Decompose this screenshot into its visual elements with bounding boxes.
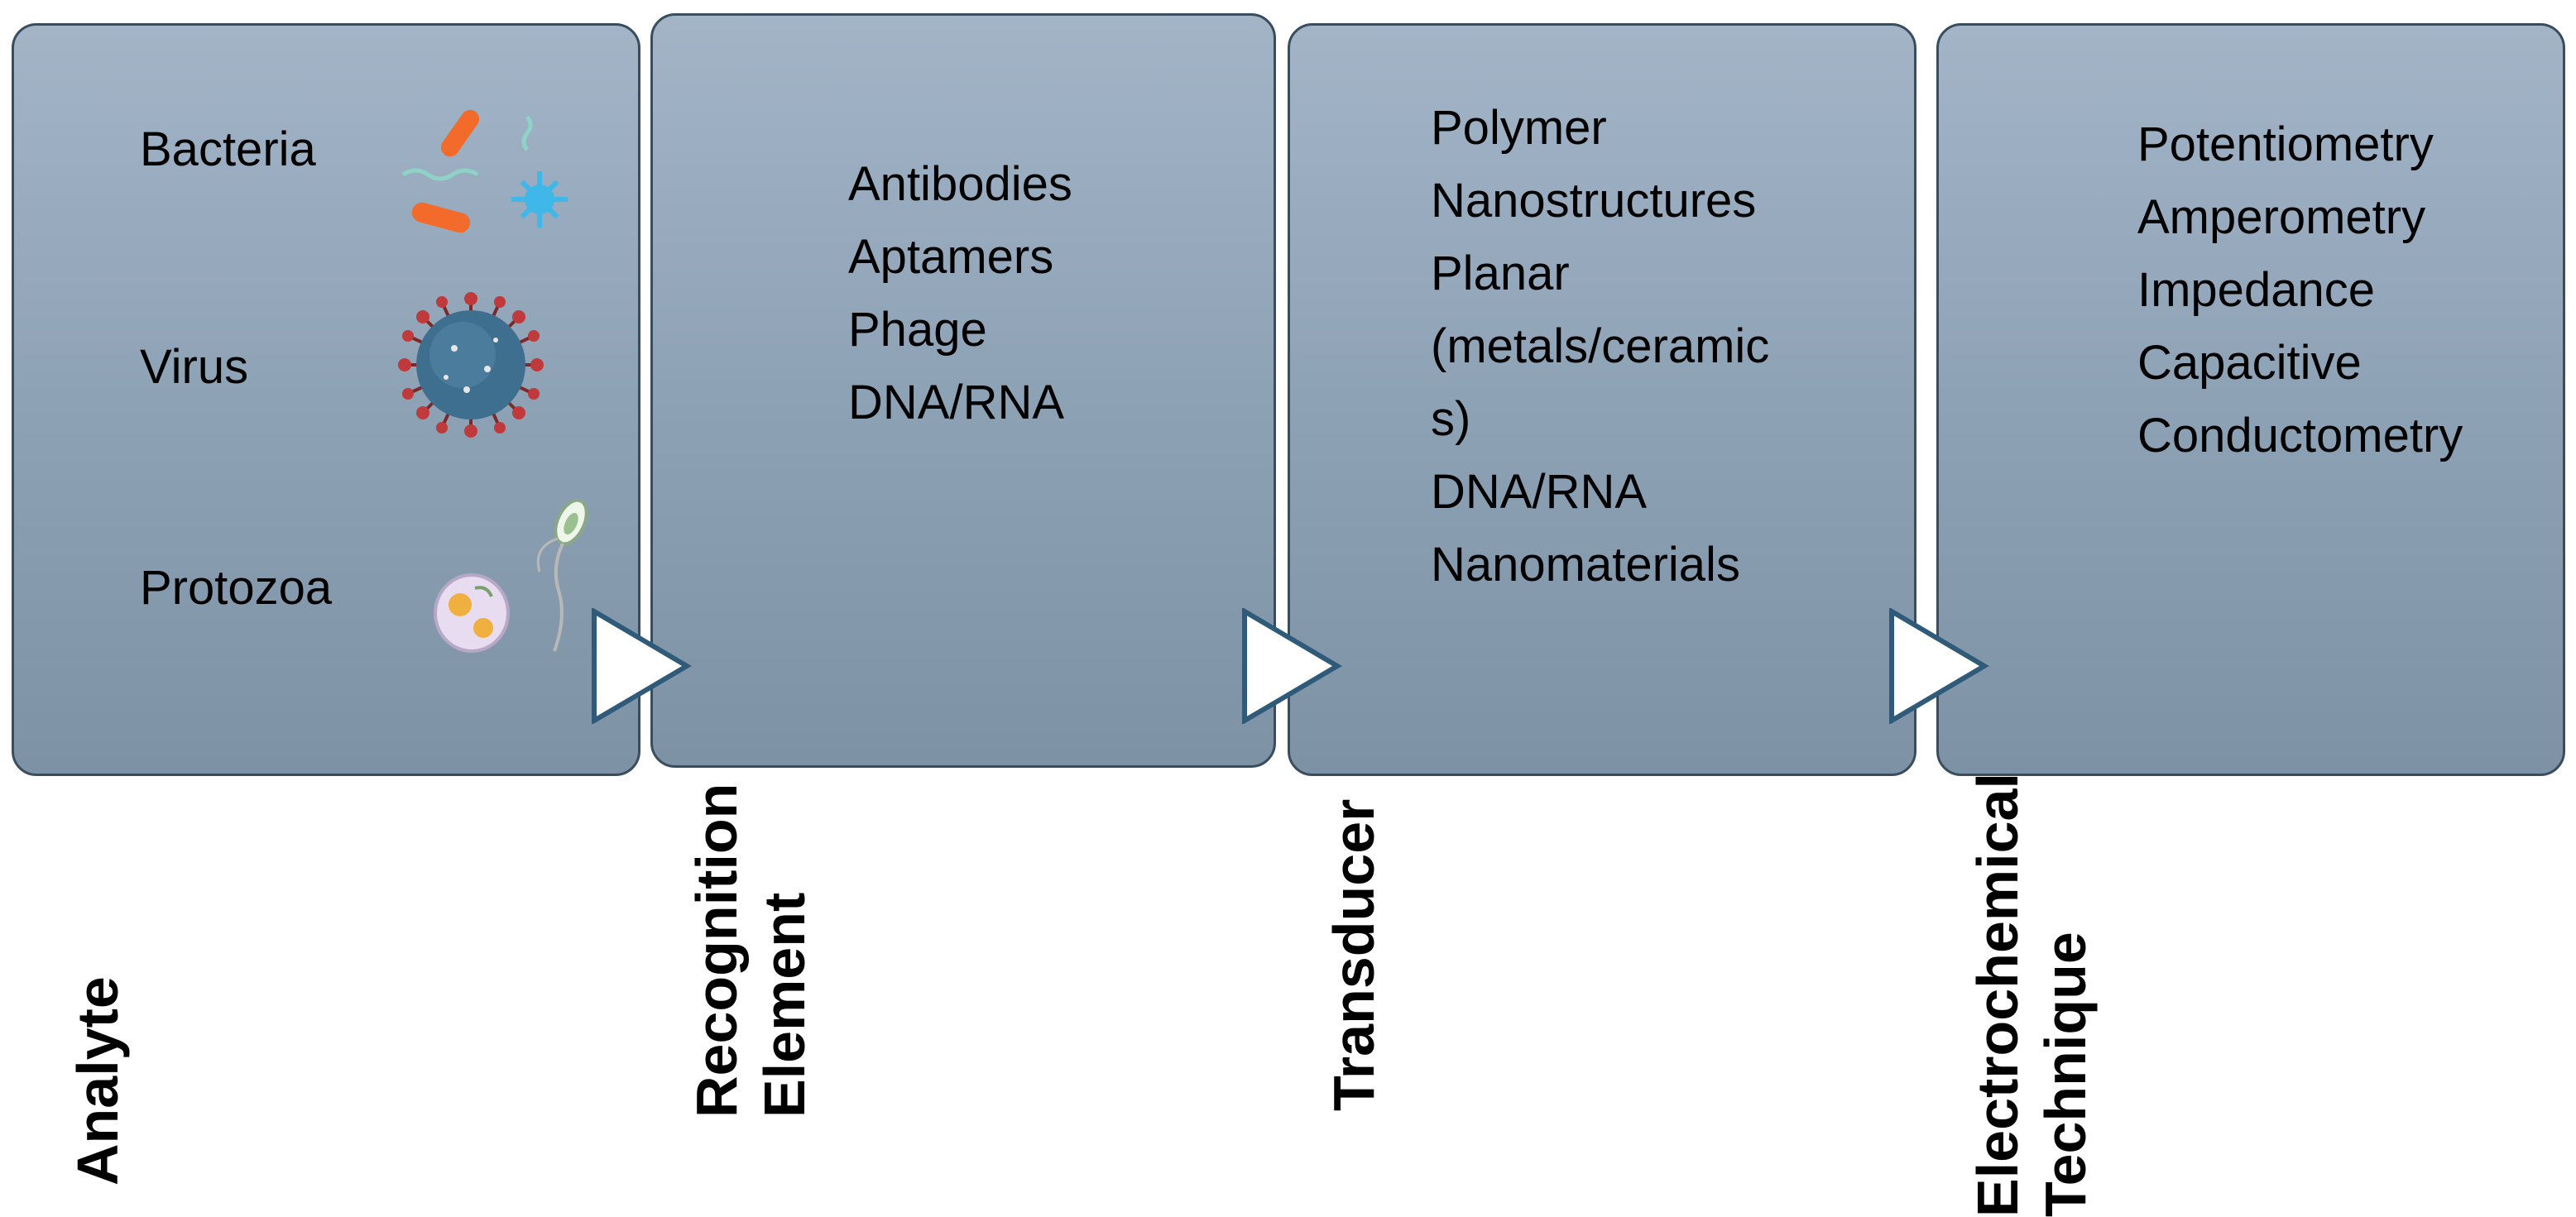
protozoa-icon [434,498,588,653]
flow-arrow-icon [1889,608,1989,724]
electrochemical-technique-list: Potentiometry Amperometry Impedance Capa… [2137,108,2463,472]
analyte-protozoa-label: Protozoa [140,561,333,615]
list-item: Phage [848,303,987,357]
list-item: DNA/RNA [848,376,1065,429]
list-item: Antibodies [848,157,1072,211]
analyte-title: Analyte [65,976,130,1186]
list-item: Capacitive [2137,336,2362,390]
recognition-element-title: Recognition Element [684,783,817,1118]
virus-icon [398,292,544,438]
analyte-panel: Analyte Bacteria Virus Protozoa [12,23,640,1186]
list-item: DNA/RNA [1431,465,1648,519]
bacteria-icon [401,109,568,233]
list-item: Nanomaterials [1431,538,1740,592]
list-item: Polymer [1431,101,1607,155]
electrochemical-technique-title: Electrochemical Technique [1965,773,2098,1217]
electrochemical-technique-panel: Electrochemical Technique Potentiometry … [1936,23,2565,1217]
recognition-element-panel: Recognition Element Antibodies Aptamers … [650,13,1276,1118]
list-item: Planar [1431,247,1570,300]
list-item: Conductometry [2137,409,2463,462]
list-item: Aptamers [848,230,1054,284]
analyte-bacteria-label: Bacteria [140,122,316,176]
list-item: Potentiometry [2137,117,2434,171]
recognition-element-list: Antibodies Aptamers Phage DNA/RNA [848,148,1072,439]
list-item: s) [1431,392,1471,446]
list-item: Nanostructures [1431,174,1757,228]
transducer-panel: Transducer Polymer Nanostructures Planar… [1288,23,1916,1111]
list-item: Impedance [2137,263,2375,317]
transducer-list: Polymer Nanostructures Planar (metals/ce… [1431,92,1769,601]
flow-arrow-icon [592,608,692,724]
list-item: (metals/ceramic [1431,319,1770,373]
transducer-title: Transducer [1322,798,1386,1111]
list-item: Amperometry [2137,190,2426,244]
analyte-virus-label: Virus [140,340,249,394]
flow-arrow-icon [1242,608,1342,724]
